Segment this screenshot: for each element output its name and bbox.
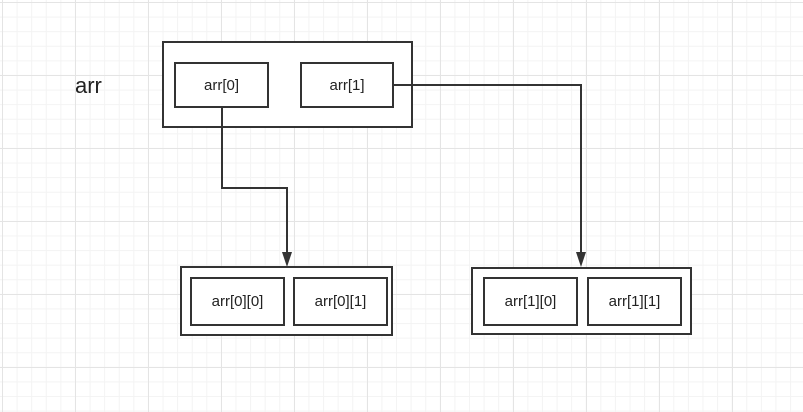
cell-arr-0-0: arr[0][0] — [190, 277, 285, 326]
cell-arr-1: arr[1] — [300, 62, 394, 108]
cell-arr-1-1: arr[1][1] — [587, 277, 682, 326]
arrow-arr0-to-row0 — [221, 108, 288, 256]
arrowhead-row0 — [282, 252, 292, 267]
arrow-arr1-to-row1 — [394, 84, 582, 258]
cell-arr-1-0: arr[1][0] — [483, 277, 578, 326]
cell-arr-0: arr[0] — [174, 62, 269, 108]
variable-label: arr — [75, 73, 102, 98]
cell-arr-0-1: arr[0][1] — [293, 277, 388, 326]
arrowhead-row1 — [576, 252, 586, 267]
